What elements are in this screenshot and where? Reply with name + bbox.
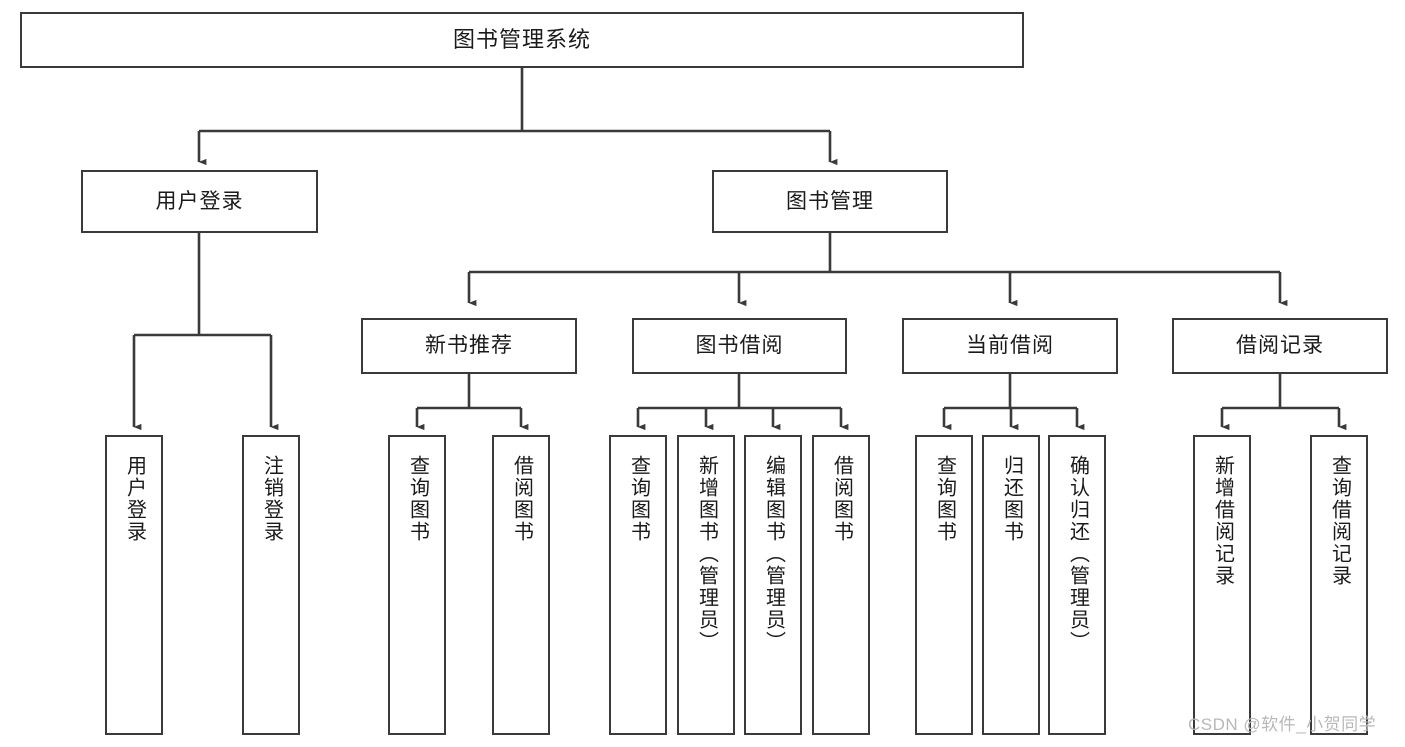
node-leaf-query-book-1[interactable]: 查询图书 (388, 435, 446, 735)
node-leaf-borrow-book-2-label: 借阅图书 (830, 455, 853, 543)
node-root-label: 图书管理系统 (452, 26, 591, 52)
node-leaf-query-book-1-label: 查询图书 (406, 455, 429, 543)
node-leaf-logout-login[interactable]: 注销登录 (242, 435, 300, 735)
node-current-borrow-label: 当前借阅 (966, 334, 1054, 358)
node-leaf-borrow-book-1[interactable]: 借阅图书 (492, 435, 550, 735)
node-book-borrow[interactable]: 图书借阅 (632, 318, 847, 374)
node-leaf-confirm-return[interactable]: 确认归还（管理员） (1048, 435, 1106, 735)
node-leaf-user-login-label: 用户登录 (123, 455, 146, 543)
node-leaf-query-book-2[interactable]: 查询图书 (609, 435, 667, 735)
node-user-login-label: 用户登录 (155, 189, 244, 213)
node-leaf-edit-book[interactable]: 编辑图书（管理员） (744, 435, 802, 735)
node-leaf-add-book-label: 新增图书（管理员） (695, 455, 718, 653)
node-leaf-return-book-label: 归还图书 (1000, 455, 1023, 543)
node-leaf-user-login[interactable]: 用户登录 (105, 435, 163, 735)
node-leaf-return-book[interactable]: 归还图书 (982, 435, 1040, 735)
node-leaf-query-book-3-label: 查询图书 (933, 455, 956, 543)
node-leaf-borrow-book-1-label: 借阅图书 (510, 455, 533, 543)
node-leaf-query-book-3[interactable]: 查询图书 (915, 435, 973, 735)
node-book-borrow-label: 图书借阅 (695, 334, 784, 358)
node-leaf-add-record-label: 新增借阅记录 (1211, 455, 1234, 587)
node-new-book-recommend[interactable]: 新书推荐 (361, 318, 577, 374)
node-leaf-edit-book-label: 编辑图书（管理员） (762, 455, 785, 653)
node-leaf-borrow-book-2[interactable]: 借阅图书 (812, 435, 870, 735)
node-leaf-confirm-return-label: 确认归还（管理员） (1066, 455, 1089, 653)
node-book-management-label: 图书管理 (786, 189, 874, 213)
node-current-borrow[interactable]: 当前借阅 (902, 318, 1118, 374)
node-leaf-add-book[interactable]: 新增图书（管理员） (677, 435, 735, 735)
node-leaf-query-book-2-label: 查询图书 (627, 455, 650, 543)
node-new-book-recommend-label: 新书推荐 (425, 334, 513, 358)
watermark: CSDN @软件_小贺同学 (1188, 715, 1377, 734)
node-leaf-logout-login-label: 注销登录 (260, 455, 283, 543)
node-borrow-record-label: 借阅记录 (1236, 334, 1324, 358)
node-leaf-query-record-label: 查询借阅记录 (1328, 455, 1351, 587)
node-borrow-record[interactable]: 借阅记录 (1172, 318, 1388, 374)
node-leaf-query-record[interactable]: 查询借阅记录 (1310, 435, 1368, 735)
node-user-login[interactable]: 用户登录 (81, 170, 318, 233)
node-root[interactable]: 图书管理系统 (20, 12, 1024, 68)
node-book-management[interactable]: 图书管理 (712, 170, 948, 233)
node-leaf-add-record[interactable]: 新增借阅记录 (1193, 435, 1251, 735)
